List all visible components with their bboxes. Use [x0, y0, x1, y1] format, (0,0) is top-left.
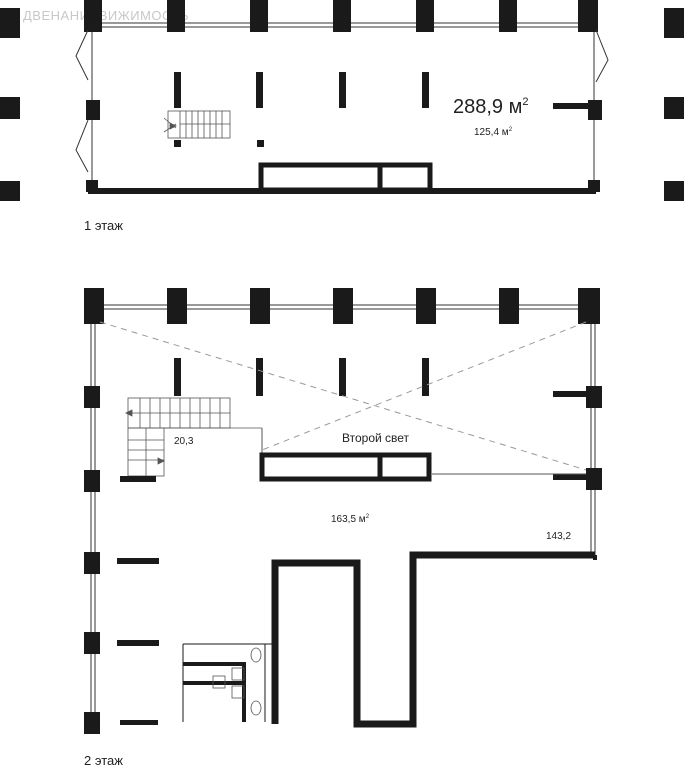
floor1-total-area: 288,9 м2 [453, 96, 528, 118]
column [167, 288, 187, 324]
floor1-staircase [163, 110, 231, 139]
floor2-core [259, 452, 432, 482]
column [333, 288, 353, 324]
column [250, 288, 270, 324]
room-c-area: 143,2 [546, 531, 571, 542]
interior-pillar [256, 358, 263, 396]
floor2-staircase [125, 397, 262, 477]
column [86, 100, 100, 120]
second-light-label: Второй свет [342, 431, 410, 445]
second-light-void [99, 321, 587, 471]
watermark-text: ДВЕНАНИДВИЖИМОСТЬ [23, 8, 189, 23]
floor1-door-left [75, 29, 89, 81]
interior-pillar [339, 72, 346, 108]
interior-pillar [339, 358, 346, 396]
column [588, 100, 602, 120]
column [416, 288, 436, 324]
interior-pillar [422, 72, 429, 108]
interior-pillar [174, 358, 181, 396]
interior-pillar [256, 72, 263, 108]
column [84, 288, 104, 324]
floor2-caption: 2 этаж [84, 753, 123, 768]
interior-pillar [422, 358, 429, 396]
column [167, 0, 185, 32]
outer-column [664, 97, 684, 119]
interior-pillar [174, 72, 181, 108]
outer-column [0, 181, 20, 201]
column [416, 0, 434, 32]
column [84, 0, 102, 32]
column [499, 0, 517, 32]
wc-block [182, 643, 275, 722]
floor2-plan [84, 288, 602, 734]
outer-column [664, 8, 684, 38]
room-b-area: 163,5 м2 [331, 514, 370, 525]
room-a-area: 20,3 [174, 436, 194, 447]
floor1-core [258, 162, 433, 193]
column [578, 288, 600, 324]
floor1-door-right [595, 29, 609, 83]
column [333, 0, 351, 32]
column [578, 0, 598, 32]
floor1-plan [0, 0, 684, 201]
floor1-caption: 1 этаж [84, 218, 123, 233]
outer-column [0, 97, 20, 119]
floor2-corridor-wall [271, 551, 595, 728]
outer-column [664, 181, 684, 201]
column [499, 288, 519, 324]
outer-column [0, 8, 20, 38]
column [250, 0, 268, 32]
floor1-room-area: 125,4 м2 [474, 127, 513, 138]
